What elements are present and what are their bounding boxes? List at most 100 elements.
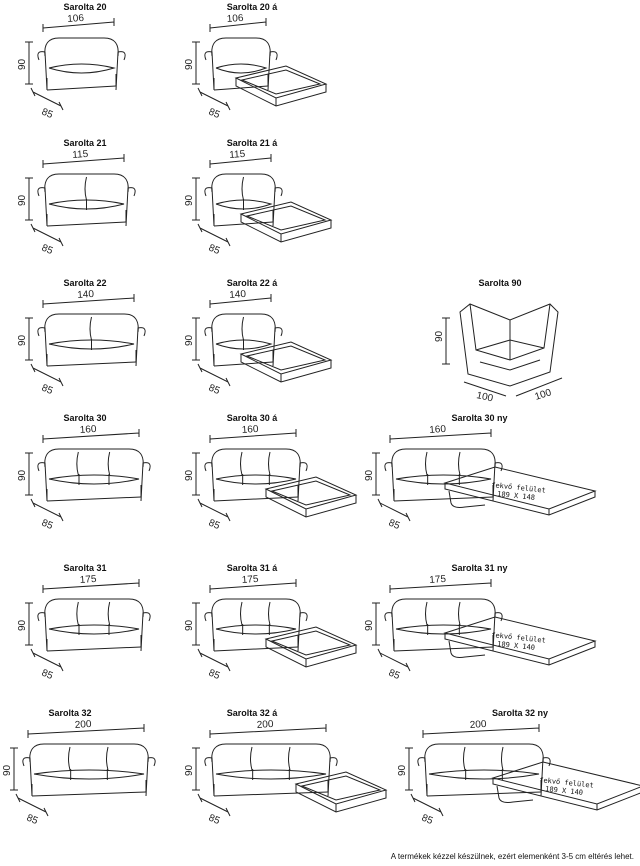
height-dimension-line [192, 452, 200, 496]
product-title: Sarolta 20 á [226, 2, 278, 12]
width-value: 100 [475, 390, 494, 404]
depth-value: 85 [207, 668, 222, 683]
base-line [393, 496, 494, 502]
right-arm [327, 757, 338, 797]
bed-edge [492, 778, 640, 811]
width-dimension-line [209, 724, 327, 738]
bed-edge [444, 633, 596, 666]
depth-value: 85 [25, 813, 40, 828]
product-title: Sarolta 30 á [226, 413, 278, 423]
right-arm [140, 612, 151, 652]
left-arm [384, 462, 395, 502]
width-value: 200 [469, 719, 487, 731]
back-cushion-seam [106, 746, 109, 771]
backrest-outline [211, 313, 276, 333]
height-dimension-line [192, 317, 200, 361]
depth-dimension-line [197, 498, 231, 522]
depth-value: 85 [40, 668, 55, 683]
back-cushion-seam [425, 601, 428, 626]
left-arm [37, 327, 48, 367]
back-cushion-seam [458, 451, 461, 476]
bed-size: 189 X 140 [545, 785, 584, 797]
height-value: 90 [364, 619, 375, 631]
left-arm [204, 327, 215, 367]
backrest-outline [391, 598, 496, 618]
backrest-outline [44, 313, 139, 333]
depth-dimension-line [30, 498, 64, 522]
height-dimension-line [372, 452, 380, 496]
base-sides [46, 74, 117, 90]
width-dimension-line [42, 429, 140, 443]
back-cushion-seam [89, 316, 92, 341]
width-value: 106 [226, 13, 244, 25]
base-sides [31, 780, 147, 796]
drawer-front [265, 639, 357, 668]
left-arm [204, 187, 215, 227]
depth-dimension-line [377, 498, 411, 522]
base-sides [46, 210, 127, 226]
depth-value: 85 [387, 668, 402, 683]
depth-value: 85 [207, 518, 222, 533]
height-dimension-line [25, 602, 33, 646]
backrest-outline [211, 743, 331, 763]
back-cushion-seam [268, 451, 271, 476]
depth-dimension-line [197, 793, 231, 817]
height-value: 90 [17, 619, 28, 631]
right-arm [272, 187, 283, 227]
depth-value: 85 [207, 813, 222, 828]
height-value: 90 [184, 194, 195, 206]
drawer-front [240, 214, 332, 243]
product-title: Sarolta 21 [63, 138, 107, 148]
depth-value: 85 [207, 243, 222, 258]
width-value: 160 [241, 424, 259, 436]
seat-cushions [428, 769, 540, 780]
bed-leg-frame [448, 490, 486, 508]
back-cushion-seam [107, 601, 111, 626]
width-dimension-line [27, 724, 145, 738]
width-dimension-line [389, 579, 492, 593]
left-arm [37, 612, 48, 652]
seat-cushions [48, 199, 125, 210]
height-value: 90 [2, 764, 13, 776]
bed-leg-frame [448, 640, 486, 658]
seat-cushions [33, 769, 145, 780]
base-sides [213, 635, 299, 651]
height-dimension-line [192, 602, 200, 646]
width-value: 106 [67, 13, 85, 25]
left-arm [204, 51, 215, 91]
backrest-outline [44, 37, 119, 57]
back-cushion-seam [76, 451, 79, 476]
back-cushion-seam [240, 451, 243, 476]
depth-value: 85 [40, 243, 55, 258]
height-value: 90 [17, 469, 28, 481]
width-value: 140 [77, 289, 95, 301]
height-value: 90 [184, 764, 195, 776]
product-title: Sarolta 30 ny [451, 413, 508, 423]
width-dimension-line [422, 724, 540, 738]
height-dimension-line [442, 317, 450, 365]
backrest-outline [391, 448, 496, 468]
width-value: 115 [72, 149, 89, 161]
left-arm [37, 51, 48, 91]
depth-dimension-line [410, 793, 444, 817]
height-dimension-line [25, 177, 33, 221]
back-cushion-seam [425, 451, 428, 476]
base-line [46, 361, 137, 367]
width-dimension-line [209, 579, 297, 593]
base-sides [213, 350, 274, 366]
height-value: 90 [434, 330, 445, 342]
seat-cushions [48, 63, 116, 74]
right-arm [145, 757, 156, 797]
height-dimension-line [192, 177, 200, 221]
